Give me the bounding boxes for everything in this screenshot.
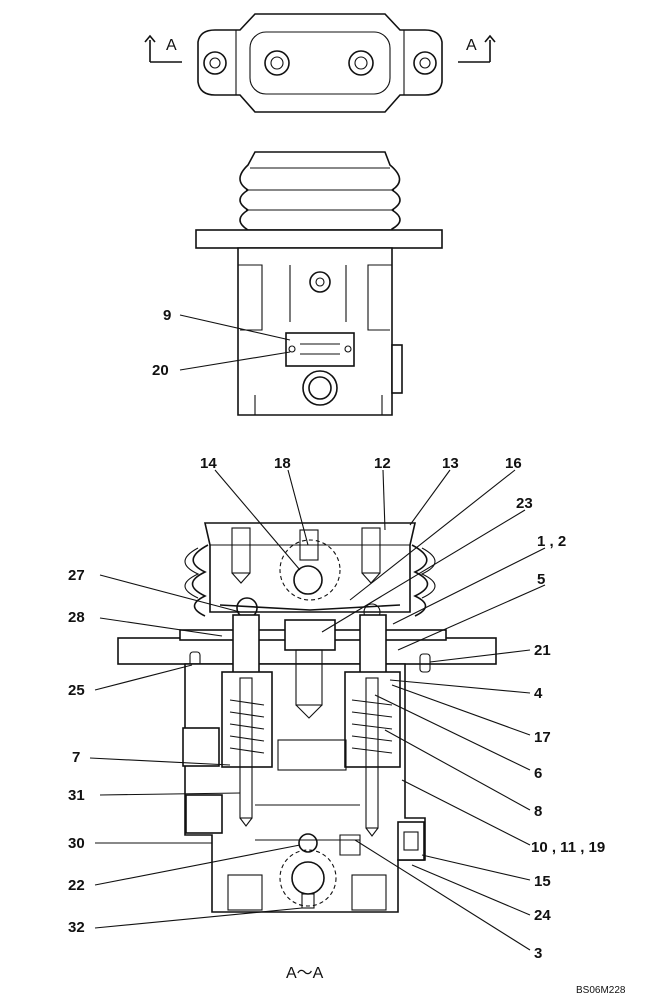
callout-21: 21 bbox=[534, 642, 551, 659]
callout-6: 6 bbox=[534, 765, 542, 782]
callout-13: 13 bbox=[442, 455, 459, 472]
callout-31: 31 bbox=[68, 787, 85, 804]
callout-9: 9 bbox=[163, 307, 171, 324]
callout-3: 3 bbox=[534, 945, 542, 962]
callout-16: 16 bbox=[505, 455, 522, 472]
callout-17: 17 bbox=[534, 729, 551, 746]
top-view: A A bbox=[144, 13, 496, 113]
callout-27: 27 bbox=[68, 567, 85, 584]
callout-25: 25 bbox=[68, 682, 85, 699]
callout-8: 8 bbox=[534, 803, 542, 820]
drawing-code: BS06M228 bbox=[576, 985, 626, 996]
callout-labels: 9 20 14 18 12 13 16 23 1 , 2 5 27 28 21 … bbox=[68, 307, 605, 962]
callout-28: 28 bbox=[68, 609, 85, 626]
callout-20: 20 bbox=[152, 362, 169, 379]
callout-24: 24 bbox=[534, 907, 551, 924]
section-view-label: A～A bbox=[286, 965, 324, 982]
callout-18: 18 bbox=[274, 455, 291, 472]
callout-7: 7 bbox=[72, 749, 80, 766]
side-view bbox=[195, 151, 443, 416]
callout-23: 23 bbox=[516, 495, 533, 512]
callout-12: 12 bbox=[374, 455, 391, 472]
callout-5: 5 bbox=[537, 571, 545, 588]
callout-22: 22 bbox=[68, 877, 85, 894]
section-view bbox=[117, 522, 497, 913]
callout-10-11-19: 10 , 11 , 19 bbox=[531, 839, 605, 856]
callout-14: 14 bbox=[200, 455, 217, 472]
callout-1-2: 1 , 2 bbox=[537, 533, 566, 550]
leader-lines bbox=[89, 314, 546, 951]
callout-30: 30 bbox=[68, 835, 85, 852]
callout-4: 4 bbox=[534, 685, 543, 702]
callout-15: 15 bbox=[534, 873, 551, 890]
section-mark-left: A bbox=[166, 37, 177, 54]
section-mark-right: A bbox=[466, 37, 477, 54]
callout-32: 32 bbox=[68, 919, 85, 936]
